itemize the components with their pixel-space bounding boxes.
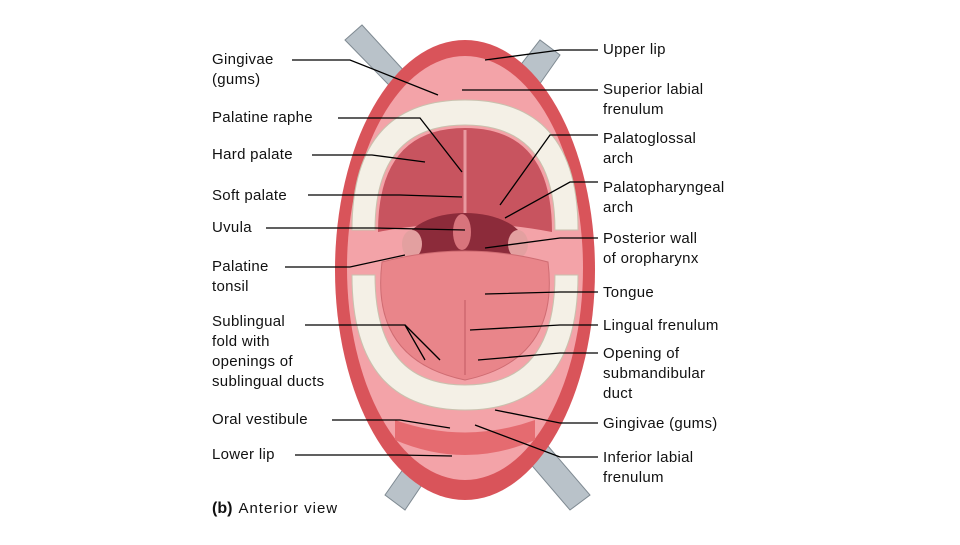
label-inferior-labial-frenulum: Inferior labial frenulum	[603, 449, 694, 486]
figure-caption: (b) Anterior view	[212, 500, 338, 518]
label-lower-lip: Lower lip	[212, 446, 275, 463]
lower-lip-shape	[395, 420, 535, 455]
label-palatine-raphe: Palatine raphe	[212, 109, 313, 126]
label-palatine-tonsil: Palatine tonsil	[212, 258, 269, 295]
upper-teeth	[351, 99, 579, 231]
label-uvula: Uvula	[212, 219, 252, 236]
caption-text: Anterior view	[238, 500, 339, 517]
label-oral-vestibule: Oral vestibule	[212, 411, 308, 428]
leader-lines-right	[462, 49, 598, 458]
label-posterior-wall: Posterior wall of oropharynx	[603, 230, 699, 267]
label-lingual-frenulum: Lingual frenulum	[603, 317, 719, 334]
label-superior-labial-frenulum: Superior labial frenulum	[603, 81, 704, 118]
lower-teeth	[351, 274, 579, 411]
caption-part: (b)	[212, 500, 233, 517]
label-sublingual-fold: Sublingual fold with openings of subling…	[212, 313, 325, 390]
label-tongue: Tongue	[603, 284, 655, 301]
label-upper-lip: Upper lip	[603, 41, 666, 58]
label-opening-submandibular: Opening of submandibular duct	[603, 345, 706, 402]
label-hard-palate: Hard palate	[212, 146, 293, 163]
label-gingivae-lower: Gingivae (gums)	[603, 415, 718, 432]
uvula-shape	[453, 214, 471, 250]
label-gingivae-upper: Gingivae (gums)	[212, 51, 274, 88]
label-palatopharyngeal-arch: Palatopharyngeal arch	[603, 179, 725, 216]
label-soft-palate: Soft palate	[212, 187, 288, 204]
tonsil-left	[402, 230, 422, 258]
leader-lines-left	[266, 59, 466, 457]
label-palatoglossal-arch: Palatoglossal arch	[603, 130, 697, 167]
